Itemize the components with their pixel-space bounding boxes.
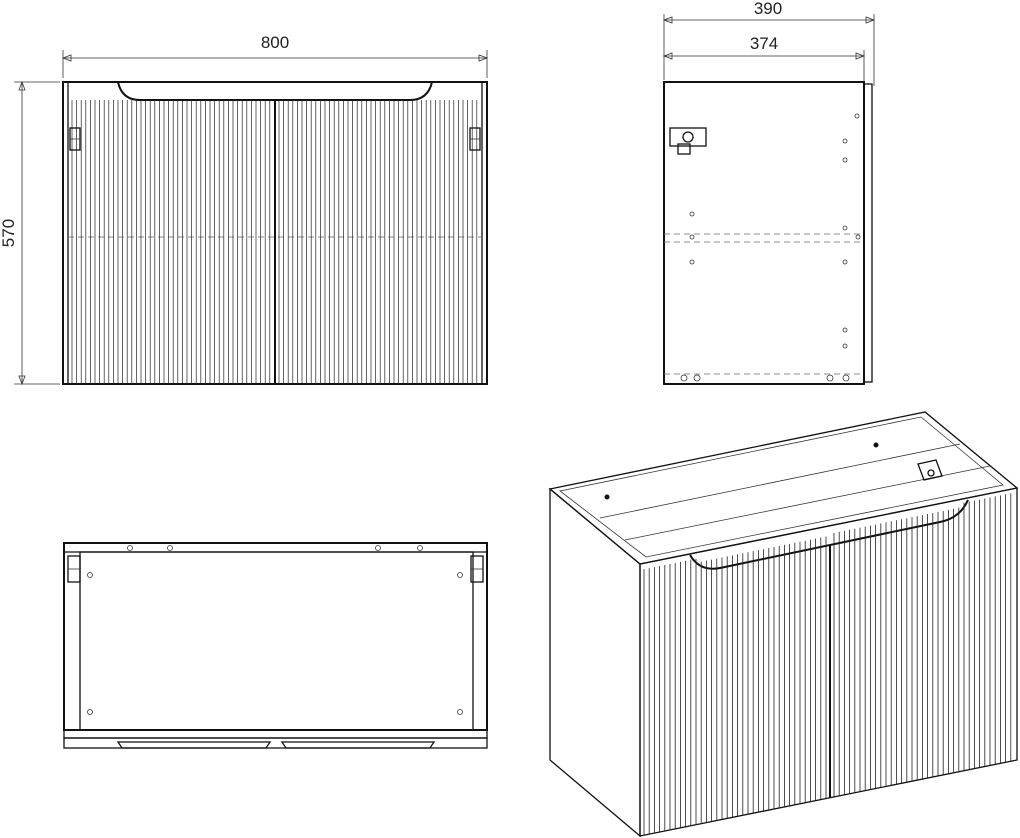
hinge-icon xyxy=(469,127,481,151)
side-drill-holes xyxy=(680,113,861,382)
side-inner-depth-label: 374 xyxy=(750,34,778,53)
side-hinge-bracket-icon xyxy=(669,127,707,155)
front-handle-cutout xyxy=(117,81,433,101)
isometric-view xyxy=(548,411,1019,838)
iso-left-side-panel xyxy=(549,487,641,838)
side-outer-depth-dimension: 390 xyxy=(662,0,876,86)
front-door-left-flutes xyxy=(71,100,271,384)
front-view: 800 570 xyxy=(0,33,489,386)
top-view xyxy=(63,542,488,749)
iso-top-outline xyxy=(548,411,1019,565)
top-view-door-fronts xyxy=(63,737,488,749)
side-inner-depth-dimension: 374 xyxy=(662,34,866,82)
front-height-dimension: 570 xyxy=(0,80,60,386)
top-view-outline xyxy=(63,542,488,731)
iso-bracket-icon xyxy=(917,459,943,481)
hinge-icon xyxy=(67,555,81,583)
front-width-dimension: 800 xyxy=(61,33,489,78)
hinge-icon xyxy=(69,127,81,151)
hinge-icon xyxy=(470,555,484,583)
side-outer-depth-label: 390 xyxy=(754,0,782,18)
top-view-drill-holes xyxy=(87,545,463,715)
front-door-right-flutes xyxy=(278,100,478,384)
side-panel-outline xyxy=(663,81,865,385)
front-height-label: 570 xyxy=(0,219,18,247)
front-width-label: 800 xyxy=(261,33,289,52)
side-door-edge xyxy=(863,83,873,383)
iso-front-face xyxy=(639,487,1018,837)
iso-drill-hole xyxy=(604,494,610,500)
side-view: 390 374 xyxy=(662,0,876,385)
iso-door-flutes xyxy=(643,493,1012,836)
iso-drill-hole xyxy=(873,442,879,448)
